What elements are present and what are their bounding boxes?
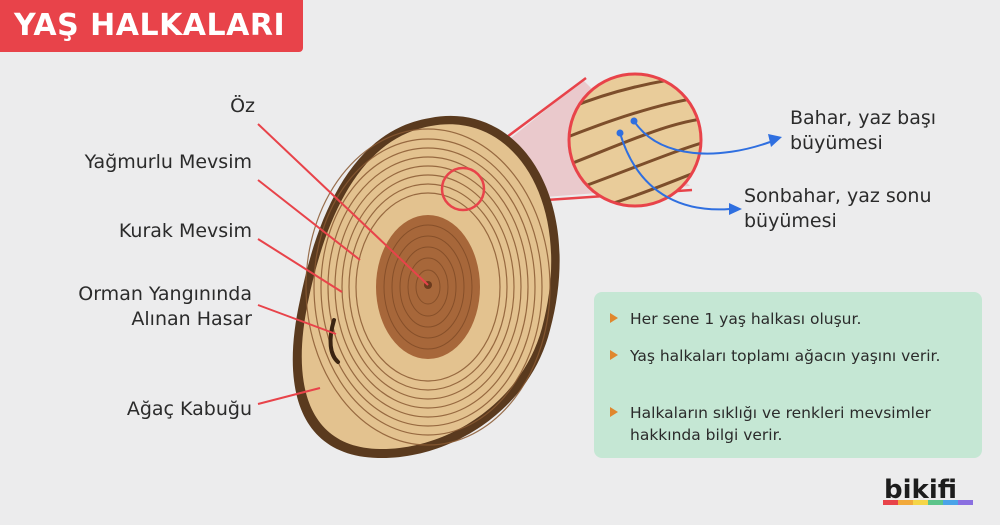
callout-sonbahar-line1: Sonbahar, yaz sonu bbox=[744, 185, 932, 207]
info-item-text: Halkaların sıklığı ve renkleri mevsimler… bbox=[630, 404, 931, 444]
kurak-pointer bbox=[257, 238, 343, 293]
label-yangin-line2: Alınan Hasar bbox=[131, 308, 252, 330]
callout-sonbahar-line2: büyümesi bbox=[744, 210, 837, 232]
yangin-pointer bbox=[257, 304, 337, 335]
zoom-source-circle bbox=[440, 166, 486, 212]
label-yangin-line1: Orman Yangınında bbox=[78, 283, 252, 305]
page-title: YAŞ HALKALARI bbox=[0, 0, 304, 52]
info-item: Yaş halkaları toplamı ağacın yaşını veri… bbox=[610, 345, 970, 367]
bullet-icon bbox=[610, 407, 618, 417]
label-oz: Öz bbox=[230, 95, 255, 117]
logo-color-bar bbox=[883, 500, 973, 505]
trunk-slice bbox=[292, 115, 560, 459]
bahar-arrow bbox=[633, 120, 771, 155]
sonbahar-arrow bbox=[619, 132, 731, 211]
fire-scar bbox=[328, 318, 340, 364]
info-item-text: Her sene 1 yaş halkası oluşur. bbox=[630, 310, 862, 328]
label-kurak-mevsim: Kurak Mevsim bbox=[118, 220, 252, 242]
callout-sonbahar: Sonbahar, yaz sonu büyümesi bbox=[744, 184, 932, 234]
yagmurlu-pointer bbox=[257, 179, 361, 261]
callout-bahar-line2: büyümesi bbox=[790, 132, 883, 154]
callout-bahar-line1: Bahar, yaz başı bbox=[790, 107, 937, 129]
label-agac-kabugu: Ağaç Kabuğu bbox=[126, 398, 252, 420]
callout-bahar: Bahar, yaz başı büyümesi bbox=[790, 106, 936, 156]
info-item: Halkaların sıklığı ve renkleri mevsimler… bbox=[610, 402, 970, 446]
info-item: Her sene 1 yaş halkası oluşur. bbox=[610, 308, 970, 330]
info-item-text: Yaş halkaları toplamı ağacın yaşını veri… bbox=[630, 347, 941, 365]
bullet-icon bbox=[610, 350, 618, 360]
label-yagmurlu-mevsim: Yağmurlu Mevsim bbox=[84, 151, 252, 173]
info-box: Her sene 1 yaş halkası oluşur. Yaş halka… bbox=[594, 292, 982, 458]
bullet-icon bbox=[610, 313, 618, 323]
oz-pointer bbox=[257, 123, 429, 286]
kabuk-pointer bbox=[257, 387, 321, 405]
